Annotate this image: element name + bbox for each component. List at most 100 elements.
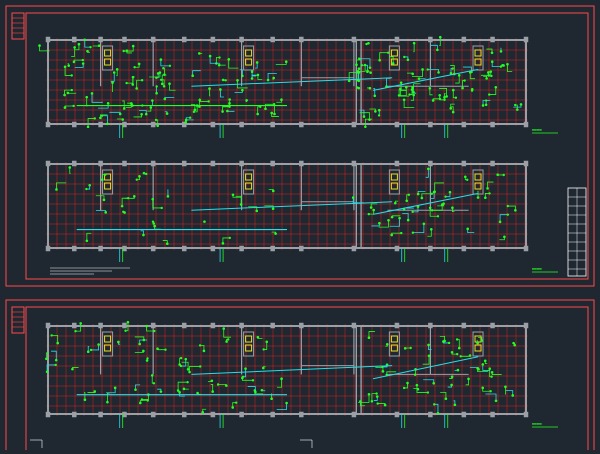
structural-column [352,122,356,127]
device-symbol [261,389,264,392]
device-symbol [486,187,489,190]
device-symbol [374,110,377,113]
device-symbol [365,43,367,45]
device-symbol [513,344,516,347]
device-symbol [512,342,514,344]
structural-column [151,246,155,251]
device-symbol [376,402,378,404]
device-symbol [222,79,225,82]
device-symbol [427,391,429,393]
device-symbol [270,112,273,115]
device-symbol [163,85,166,88]
device-symbol [405,199,408,202]
device-symbol [452,111,455,114]
device-symbol [416,384,419,387]
device-symbol [485,99,487,101]
device-symbol [183,388,186,391]
circuit-wire [153,199,162,208]
device-symbol [516,108,519,111]
device-symbol [240,203,243,206]
device-symbol [86,239,89,242]
device-symbol [265,341,268,344]
device-symbol [427,344,430,347]
device-symbol [191,74,194,77]
circuit-wire [92,93,103,102]
device-symbol [398,217,401,220]
device-symbol [501,64,503,66]
device-symbol [411,73,414,76]
device-symbol [141,398,143,400]
device-symbol [139,402,142,405]
device-symbol [361,64,363,66]
device-symbol [480,339,483,342]
device-symbol [439,36,442,39]
structural-column [72,122,76,127]
device-symbol [225,340,228,343]
device-symbol [241,89,244,92]
device-symbol [153,225,156,228]
device-symbol [152,220,154,222]
device-symbol [262,367,265,370]
device-symbol [491,60,494,63]
device-symbol [235,401,237,403]
device-symbol [484,196,487,199]
circuit-wire [492,372,502,374]
structural-column [352,246,356,251]
device-symbol [418,77,421,80]
structural-column [182,246,186,251]
structural-column [46,37,50,42]
device-symbol [257,74,260,77]
core-fixture [246,174,252,180]
device-symbol [68,166,71,169]
device-symbol [187,368,190,371]
device-symbol [244,367,247,370]
device-symbol [155,85,157,87]
device-symbol [403,56,405,58]
device-symbol [400,81,403,84]
device-symbol [503,236,506,239]
device-symbol [437,215,439,217]
device-symbol [407,58,410,61]
device-symbol [199,365,201,367]
structural-column [271,246,275,251]
device-symbol [369,71,372,74]
device-symbol [160,207,162,209]
device-symbol [458,74,461,77]
structural-column [491,246,495,251]
device-symbol [86,50,89,53]
device-symbol [394,202,397,205]
circuit-wire [124,46,134,51]
device-symbol [122,50,124,52]
device-symbol [403,98,406,101]
device-symbol [46,370,49,373]
device-symbol [78,43,81,46]
device-symbol [421,68,424,71]
device-symbol [67,92,70,95]
sheet-2-frame-inner-frame [26,307,588,450]
device-symbol [133,195,136,198]
device-symbol [207,100,209,102]
circuit-wire [170,84,176,91]
device-symbol [461,87,464,90]
device-symbol [370,206,373,209]
device-symbol [99,117,102,120]
structural-column [99,122,103,127]
device-symbol [488,192,490,194]
device-symbol [73,61,76,64]
sheet-1-frame-binding-box [12,13,24,39]
device-symbol [97,343,100,346]
device-symbol [364,125,367,128]
structural-column [151,122,155,127]
structural-column [299,412,303,417]
device-symbol [104,173,106,175]
device-symbol [198,52,201,55]
device-symbol [423,222,426,225]
device-symbol [236,79,239,82]
structural-column [72,37,76,42]
device-symbol [203,220,206,223]
device-symbol [162,67,164,69]
structural-column [524,122,528,127]
device-symbol [274,232,277,235]
structural-column [122,323,126,328]
